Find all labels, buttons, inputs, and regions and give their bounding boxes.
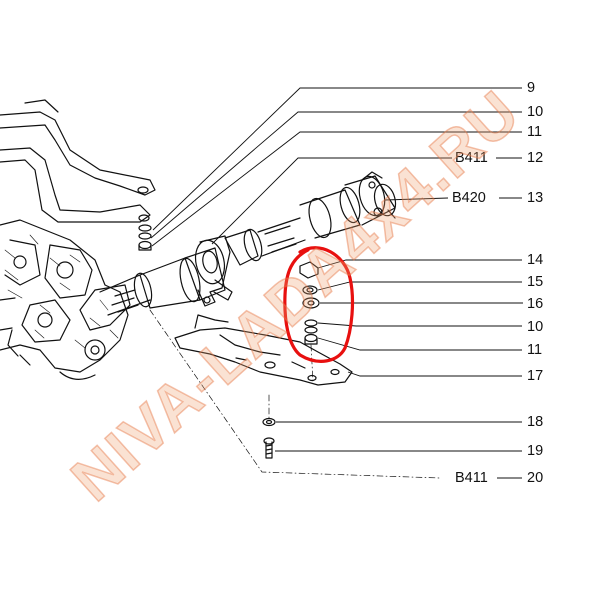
callout-19: 19: [527, 443, 544, 459]
callout-11: 11: [527, 124, 543, 140]
callout-10: 10: [527, 104, 544, 120]
callout-10b: 10: [527, 319, 544, 335]
callout-13: 13: [527, 190, 544, 206]
callout-20: 20: [527, 470, 544, 486]
callout-12: 12: [527, 150, 544, 166]
callout-15: 15: [527, 274, 544, 290]
mounting-plate: [174, 314, 353, 386]
part-code-13: B420: [452, 190, 486, 206]
callout-14: 14: [527, 252, 544, 268]
lower-bolt: [263, 437, 275, 459]
lower-washer: [262, 417, 276, 427]
callout-16: 16: [527, 296, 544, 312]
bracket-fasteners: [138, 224, 152, 251]
assembly-axes: [149, 309, 441, 479]
callout-18: 18: [527, 414, 544, 430]
part-code-20: B411: [455, 470, 488, 486]
front-shaft: [224, 171, 397, 266]
callout-17: 17: [527, 368, 544, 384]
mount-fastener-stack: [299, 261, 320, 345]
highlight-circle: [283, 246, 355, 363]
part-code-12: B411: [455, 150, 488, 166]
propeller-shaft: [99, 247, 226, 316]
transfer-case-hatching: [4, 234, 119, 349]
callout-11b: 11: [527, 342, 543, 358]
support-bracket-rods: [0, 99, 156, 223]
callout-9: 9: [527, 80, 536, 96]
transfer-case: [0, 219, 131, 380]
